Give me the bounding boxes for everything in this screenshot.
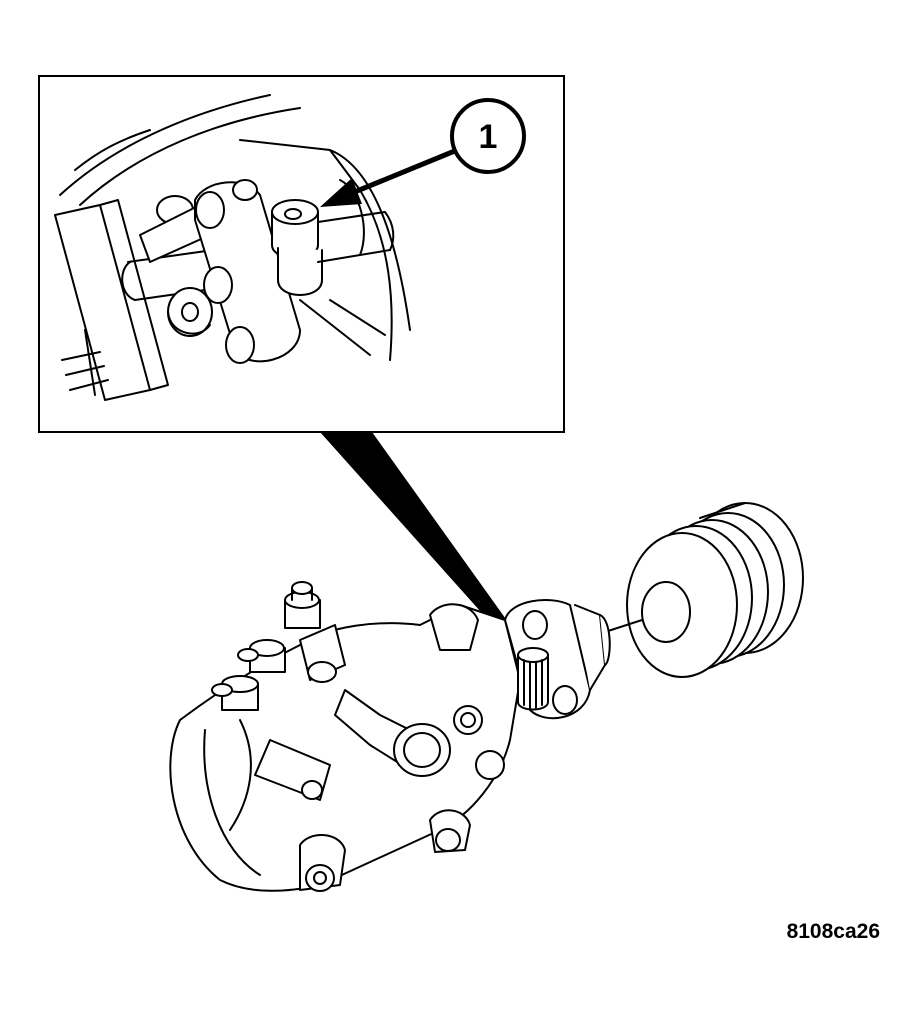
callout-arrowhead (320, 178, 362, 207)
callout-circle (450, 98, 526, 174)
pulley (604, 502, 804, 678)
inset-detail: 1 (38, 75, 565, 433)
callout-number: 1 (479, 118, 498, 156)
fittings (211, 581, 321, 711)
figure-id: 8108ca26 (787, 920, 880, 943)
pinch-bolt (271, 199, 323, 296)
pinch-bolt-main (517, 647, 549, 711)
main-assembly (169, 502, 804, 892)
inset-pointer-wedge (320, 432, 518, 640)
